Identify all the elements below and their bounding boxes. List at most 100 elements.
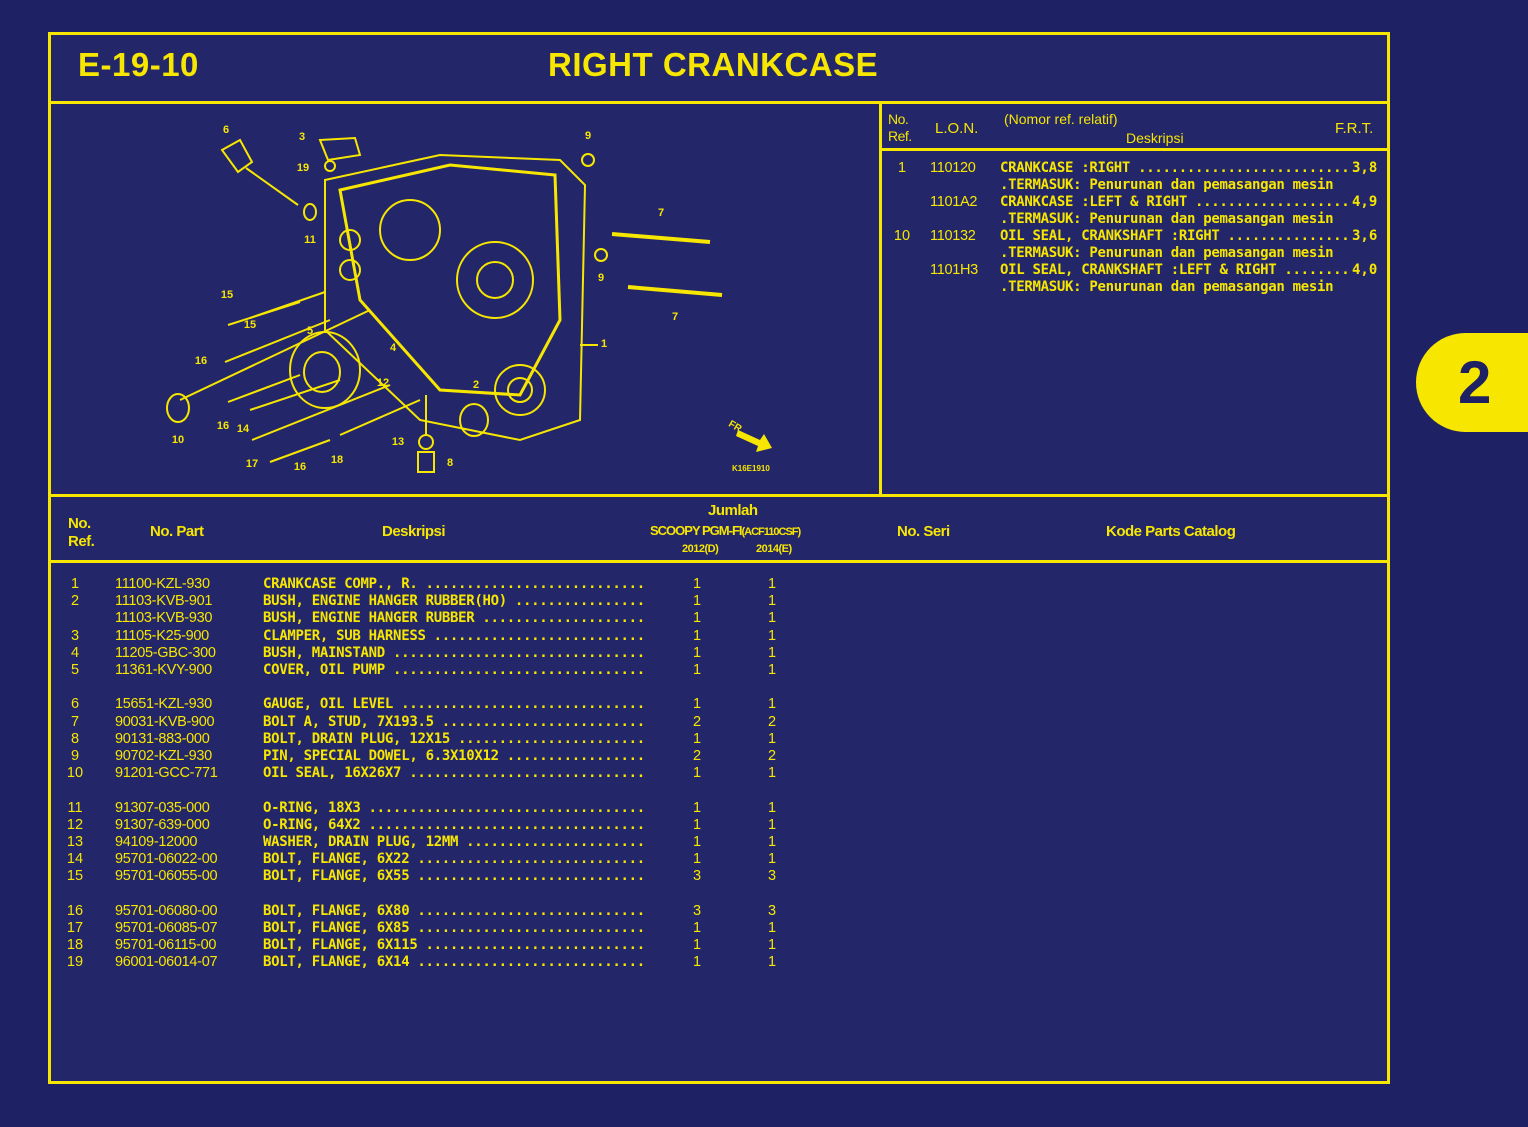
parts-header-serial: No. Seri xyxy=(897,523,950,540)
part-description: BOLT, FLANGE, 6X22 xyxy=(263,851,643,867)
callout-number: 6 xyxy=(222,124,230,136)
ref-number: 8 xyxy=(70,730,80,747)
ref-number: 11 xyxy=(67,799,83,816)
part-number: 11361-KVY-900 xyxy=(115,662,212,678)
qty-2012: 1 xyxy=(692,851,702,868)
description-text: GAUGE, OIL LEVEL xyxy=(263,696,394,713)
qty-2012: 1 xyxy=(692,730,702,747)
lon-header-desc: Deskripsi xyxy=(1126,130,1184,146)
description-text: BOLT, FLANGE, 6X55 xyxy=(263,868,410,885)
part-description: CLAMPER, SUB HARNESS xyxy=(263,628,643,644)
section-tab-badge[interactable]: 2 xyxy=(1416,333,1528,432)
dot-leader xyxy=(507,593,643,609)
ref-number: 2 xyxy=(70,593,80,610)
qty-2012: 3 xyxy=(692,868,702,885)
part-description: O-RING, 64X2 xyxy=(263,817,643,833)
part-number: 91201-GCC-771 xyxy=(115,765,218,782)
dot-leader xyxy=(417,576,643,592)
qty-2012: 1 xyxy=(692,696,702,713)
part-number: 90131-883-000 xyxy=(115,730,210,747)
ref-number: 1 xyxy=(897,160,907,176)
callout-number: 15 xyxy=(243,319,257,331)
qty-2014: 2 xyxy=(767,713,777,730)
lon-description: CRANKCASE :LEFT & RIGHT xyxy=(1000,194,1348,210)
qty-2014: 1 xyxy=(767,662,777,678)
page-title: RIGHT CRANKCASE xyxy=(548,46,879,83)
lon-description: CRANKCASE :RIGHT xyxy=(1000,160,1348,176)
divider xyxy=(880,148,1388,151)
part-number: 90702-KZL-930 xyxy=(115,748,212,764)
section-code: E-19-10 xyxy=(78,46,199,83)
ref-number: 9 xyxy=(70,748,80,764)
ref-number: 10 xyxy=(893,228,911,244)
callout-number: 11 xyxy=(304,234,316,246)
qty-2014: 1 xyxy=(767,851,777,868)
callout-number: 10 xyxy=(171,434,185,446)
crankcase-outline xyxy=(324,153,587,442)
part-number: 95701-06115-00 xyxy=(115,937,217,954)
part-number: 11100-KZL-930 xyxy=(115,576,210,592)
lon-note: .TERMASUK: Penurunan dan pemasangan mesi… xyxy=(1000,279,1334,295)
qty-2012: 1 xyxy=(692,610,702,627)
parts-header-ref: No.Ref. xyxy=(68,515,95,551)
parts-header-model: SCOOPY PGM-FI(ACF110CSF) xyxy=(650,523,802,540)
part-description: WASHER, DRAIN PLUG, 12MM xyxy=(263,834,643,850)
part-number: 11105-K25-900 xyxy=(115,627,209,644)
divider xyxy=(879,101,882,497)
ref-number: 12 xyxy=(66,816,84,833)
part-description: BUSH, ENGINE HANGER RUBBER xyxy=(263,610,643,626)
parts-header-part: No. Part xyxy=(150,523,204,540)
ref-number: 13 xyxy=(66,834,84,850)
qty-2012: 1 xyxy=(692,593,702,610)
dot-leader xyxy=(361,800,643,816)
callout-number: 7 xyxy=(671,311,679,323)
lon-description: OIL SEAL, CRANKSHAFT :LEFT & RIGHT xyxy=(1000,262,1348,278)
callout-number: 7 xyxy=(657,207,665,219)
qty-2014: 1 xyxy=(767,593,777,610)
ref-number: 18 xyxy=(66,937,84,954)
part-number: 11103-KVB-930 xyxy=(115,610,213,627)
description-text: O-RING, 18X3 xyxy=(263,799,361,816)
lon-code: 1101H3 xyxy=(930,262,978,278)
dot-leader xyxy=(1130,160,1348,176)
description-text: CRANKCASE COMP., R. xyxy=(263,576,418,592)
part-description: BOLT, FLANGE, 6X14 xyxy=(263,954,643,970)
model-code: (ACF110CSF) xyxy=(741,526,802,538)
divider xyxy=(48,101,1390,104)
lon-header-note: (Nomor ref. relatif) xyxy=(1004,111,1118,127)
description-text: BOLT, FLANGE, 6X115 xyxy=(263,937,418,954)
description-text: BUSH, ENGINE HANGER RUBBER xyxy=(263,610,475,627)
lon-code: 1101A2 xyxy=(930,194,978,210)
description-text: CRANKCASE :RIGHT xyxy=(1000,160,1131,176)
qty-2014: 1 xyxy=(767,730,777,747)
part-number: 11205-GBC-300 xyxy=(115,644,216,661)
description-text: OIL SEAL, CRANKSHAFT :RIGHT xyxy=(1000,228,1220,244)
description-text: BUSH, ENGINE HANGER RUBBER(HO) xyxy=(263,593,507,610)
dot-leader xyxy=(385,645,643,661)
dot-leader xyxy=(409,903,643,919)
qty-2012: 1 xyxy=(692,765,702,782)
model-name: SCOOPY PGM-FI xyxy=(650,523,742,538)
qty-2014: 2 xyxy=(767,748,777,764)
qty-2014: 1 xyxy=(767,610,777,627)
callout-number: 16 xyxy=(293,461,307,473)
lon-note: .TERMASUK: Penurunan dan pemasangan mesi… xyxy=(1000,211,1334,227)
part-description: BOLT A, STUD, 7X193.5 xyxy=(263,714,643,730)
header-text: No. xyxy=(888,111,909,127)
dot-leader xyxy=(1187,194,1348,210)
catalog-page-frame xyxy=(48,32,1390,1084)
part-number: 95701-06080-00 xyxy=(115,902,218,919)
callout-number: 13 xyxy=(391,436,405,448)
dot-leader xyxy=(458,834,643,850)
part-number: 91307-035-000 xyxy=(115,799,210,816)
divider xyxy=(48,560,1390,563)
header-text: Ref. xyxy=(68,533,95,550)
parts-header-qty: Jumlah xyxy=(708,502,758,519)
qty-2012: 1 xyxy=(692,799,702,816)
callout-number: 12 xyxy=(376,377,390,389)
description-text: COVER, OIL PUMP xyxy=(263,662,385,678)
description-text: CLAMPER, SUB HARNESS xyxy=(263,627,426,644)
description-text: BOLT, FLANGE, 6X22 xyxy=(263,851,410,868)
part-number: 96001-06014-07 xyxy=(115,954,218,971)
